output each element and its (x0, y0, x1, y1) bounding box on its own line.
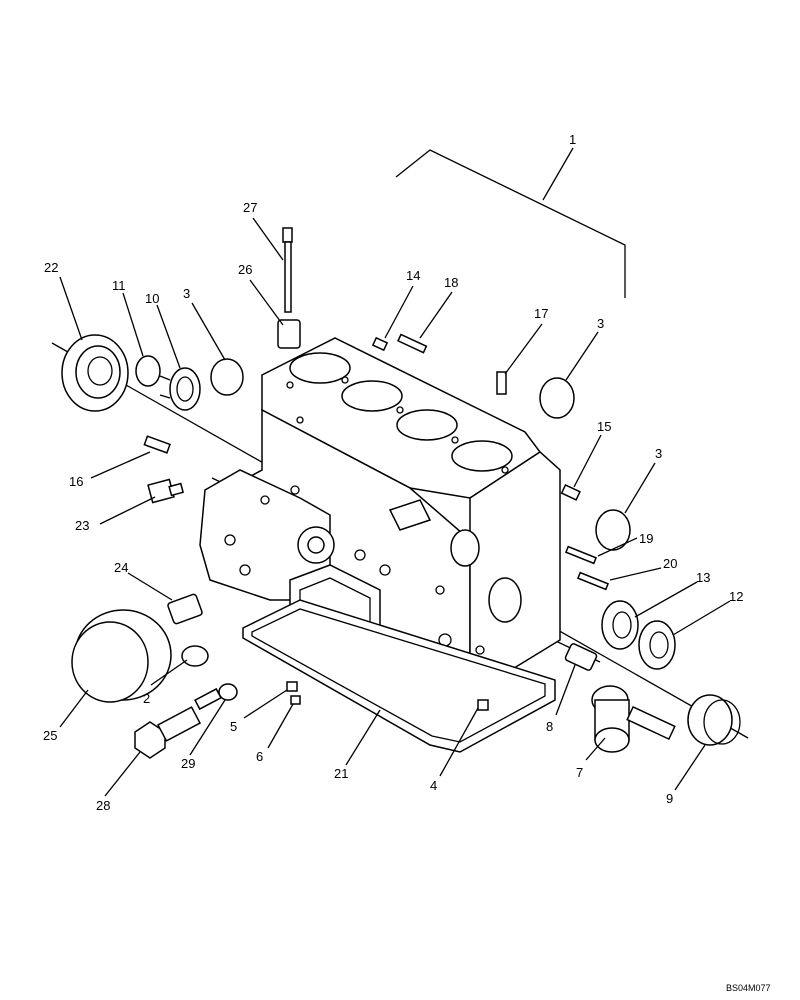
gear-13 (601, 600, 639, 650)
plug-5 (286, 681, 298, 692)
leader-lines (59, 147, 731, 797)
callout-24: 24 (114, 560, 128, 575)
plug-4 (477, 699, 489, 711)
callout-14: 14 (406, 268, 420, 283)
bearing-10 (159, 367, 201, 411)
guide-17 (496, 371, 507, 395)
callout-11: 11 (112, 278, 126, 293)
bushing-3c (595, 509, 631, 551)
gear-12 (638, 620, 676, 670)
o-ring-29 (218, 683, 238, 701)
dowel-14 (371, 336, 389, 352)
callout-28: 28 (96, 798, 110, 813)
sleeve-26 (277, 319, 301, 349)
cylinder-block (199, 337, 561, 697)
callout-2: 2 (143, 691, 150, 706)
bushing-9 (687, 694, 741, 746)
washer-2 (181, 645, 209, 667)
callout-23: 23 (75, 518, 89, 533)
oil-filter-25 (71, 609, 172, 703)
callout-17: 17 (534, 306, 548, 321)
pin-20 (576, 571, 610, 591)
callout-4: 4 (430, 778, 437, 793)
valve-24 (167, 593, 203, 625)
bolt-27 (282, 227, 293, 313)
callout-21: 21 (334, 766, 348, 781)
callout-22: 22 (44, 260, 58, 275)
callout-19: 19 (639, 531, 653, 546)
pin-18 (397, 333, 428, 354)
assembly-bracket (395, 149, 626, 298)
plug-8 (564, 643, 598, 671)
callout-10: 10 (145, 291, 159, 306)
front-seal-22 (61, 334, 129, 412)
bushing-3b (539, 377, 575, 419)
callout-9: 9 (666, 791, 673, 806)
callout-8: 8 (546, 719, 553, 734)
callout-20: 20 (663, 556, 677, 571)
drain-plug-28 (134, 706, 202, 759)
callout-7: 7 (576, 765, 583, 780)
bushing-3a (210, 358, 244, 396)
callout-25: 25 (43, 728, 57, 743)
callout-16: 16 (69, 474, 83, 489)
callout-18: 18 (444, 275, 458, 290)
callout-26: 26 (238, 262, 252, 277)
callout-27: 27 (243, 200, 257, 215)
callout-13: 13 (696, 570, 710, 585)
callout-3b: 3 (597, 316, 604, 331)
pin-16 (143, 435, 171, 454)
pin-29 (194, 687, 222, 711)
callout-15: 15 (597, 419, 611, 434)
pin-15 (560, 483, 581, 501)
callout-12: 12 (729, 589, 743, 604)
plug-6 (290, 695, 301, 705)
callout-3c: 3 (655, 446, 662, 461)
callout-labels: 1 2 3 3 3 4 5 6 7 8 9 10 11 12 13 14 15 … (43, 132, 743, 813)
oil-pan-gasket (242, 599, 556, 753)
figure-code: BS04M077 (726, 983, 771, 993)
callout-6: 6 (256, 749, 263, 764)
o-ring-11 (135, 355, 161, 387)
callout-3a: 3 (183, 286, 190, 301)
shaft-7 (591, 685, 676, 753)
callout-29: 29 (181, 756, 195, 771)
callout-5: 5 (230, 719, 237, 734)
pin-19 (564, 545, 598, 565)
oil-switch-23 (147, 478, 185, 504)
callout-1: 1 (569, 132, 576, 147)
